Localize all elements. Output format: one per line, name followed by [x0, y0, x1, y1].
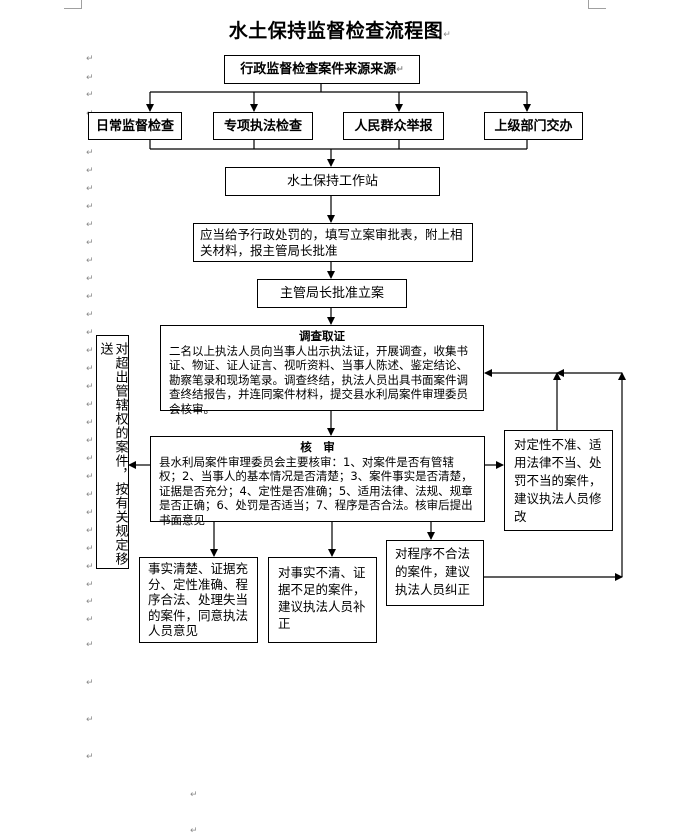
outcome-supplement-text: 对事实不清、证据不足的案件，建议执法人员补正: [278, 565, 366, 631]
source-type-label: 上级部门交办: [494, 118, 573, 134]
paragraph-mark: ↵: [86, 436, 94, 446]
paragraph-mark: ↵: [190, 790, 198, 800]
filing-request-text: 应当给予行政处罚的，填写立案审批表，附上相关材料，报主管局长批准: [200, 227, 463, 258]
approval-label: 主管局长批准立案: [279, 286, 384, 301]
paragraph-mark: ↵: [86, 562, 94, 572]
paragraph-mark: ↵: [86, 544, 94, 554]
outcome-procedure-text: 对程序不合法的案件，建议执法人员纠正: [395, 546, 471, 597]
paragraph-mark: ↵: [86, 184, 94, 194]
paragraph-mark: ↵: [86, 752, 94, 762]
review-box: 核 审 县水利局案件审理委员会主要核审：1、对案件是否有管辖权；2、当事人的基本…: [150, 436, 485, 527]
approval-box: 主管局长批准立案: [257, 279, 407, 308]
paragraph-mark: ↵: [86, 256, 94, 266]
source-type-label: 日常监督检查: [95, 118, 174, 134]
transfer-box: 对超出管辖权的案件，按有关规定移送: [96, 335, 129, 569]
soil-conservation-station-box: 水土保持工作站: [225, 167, 440, 196]
paragraph-mark: ↵: [86, 73, 94, 83]
outcome-procedure-box: 对程序不合法的案件，建议执法人员纠正: [386, 540, 484, 606]
paragraph-mark: ↵: [86, 382, 94, 392]
paragraph-mark: ↵: [86, 508, 94, 518]
filing-request-box: 应当给予行政处罚的，填写立案审批表，附上相关材料，报主管局长批准: [193, 223, 473, 262]
source-type-special-enforcement: 专项执法检查: [213, 112, 313, 140]
paragraph-mark: ↵: [86, 202, 94, 212]
paragraph-mark: ↵: [86, 715, 94, 725]
paragraph-mark: ↵: [86, 364, 94, 374]
page-corner-top-left: [64, 0, 82, 9]
paragraph-mark: ↵: [86, 526, 94, 536]
paragraph-mark: ↵: [86, 472, 94, 482]
paragraph-mark: ↵: [86, 454, 94, 464]
paragraph-mark: ↵: [86, 490, 94, 500]
outcome-modify-box: 对定性不准、适用法律不当、处罚不当的案件，建议执法人员修改: [504, 430, 613, 531]
paragraph-mark: ↵: [396, 64, 404, 75]
outcome-supplement-box: 对事实不清、证据不足的案件，建议执法人员补正: [268, 557, 377, 643]
paragraph-mark: ↵: [86, 346, 94, 356]
source-type-superior-assignment: 上级部门交办: [484, 112, 583, 140]
source-type-public-report: 人民群众举报: [343, 112, 444, 140]
paragraph-mark: ↵: [86, 678, 94, 688]
paragraph-mark: ↵: [86, 310, 94, 320]
source-type-daily-inspection: 日常监督检查: [88, 112, 182, 140]
source-type-label: 人民群众举报: [354, 118, 433, 134]
paragraph-mark: ↵: [86, 597, 94, 607]
investigation-body: 二名以上执法人员向当事人出示执法证，开展调查，收集书证、物证、证人证言、视听资料…: [169, 343, 468, 416]
paragraph-mark: ↵: [86, 328, 94, 338]
outcome-agree-text: 事实清楚、证据充分、定性准确、程序合法、处理失当的案件，同意执法人员意见: [148, 561, 249, 638]
paragraph-mark: ↵: [86, 580, 94, 590]
paragraph-mark: ↵: [86, 640, 94, 650]
review-heading: 核 审: [300, 440, 335, 454]
paragraph-mark: ↵: [86, 238, 94, 248]
case-source-label: 行政监督检查案件来源来源: [240, 62, 397, 77]
investigation-heading: 调查取证: [299, 329, 345, 343]
paragraph-mark: ↵: [443, 30, 452, 40]
review-body: 县水利局案件审理委员会主要核审：1、对案件是否有管辖权；2、当事人的基本情况是否…: [159, 454, 473, 527]
paragraph-mark: ↵: [86, 54, 94, 64]
paragraph-mark: ↵: [86, 418, 94, 428]
paragraph-mark: ↵: [86, 166, 94, 176]
paragraph-mark: ↵: [86, 400, 94, 410]
transfer-text: 对超出管辖权的案件，按有关规定移送: [97, 342, 128, 566]
paragraph-mark: ↵: [190, 826, 198, 836]
paragraph-mark: ↵: [86, 148, 94, 158]
outcome-agree-box: 事实清楚、证据充分、定性准确、程序合法、处理失当的案件，同意执法人员意见: [139, 557, 258, 643]
source-type-label: 专项执法检查: [223, 118, 302, 134]
investigation-box: 调查取证 二名以上执法人员向当事人出示执法证，开展调查，收集书证、物证、证人证言…: [160, 325, 484, 416]
case-source-box: 行政监督检查案件来源来源↵: [224, 55, 420, 84]
outcome-modify-text: 对定性不准、适用法律不当、处罚不当的案件，建议执法人员修改: [514, 437, 602, 524]
document-title-text: 水土保持监督检查流程图: [228, 20, 444, 42]
paragraph-mark: ↵: [86, 292, 94, 302]
paragraph-mark: ↵: [86, 274, 94, 284]
document-title: 水土保持监督检查流程图↵: [0, 16, 680, 43]
paragraph-mark: ↵: [86, 90, 94, 100]
paragraph-mark: ↵: [86, 615, 94, 625]
page-corner-top-right: [588, 0, 606, 9]
station-label: 水土保持工作站: [286, 174, 378, 189]
paragraph-mark: ↵: [86, 220, 94, 230]
